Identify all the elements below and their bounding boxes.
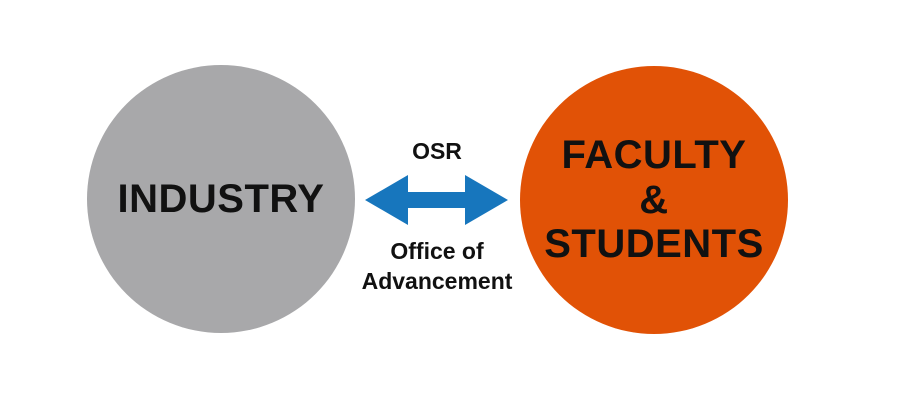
double-arrow-icon <box>365 175 508 225</box>
faculty-students-label: FACULTY & STUDENTS <box>520 66 788 334</box>
students-line: STUDENTS <box>544 222 764 267</box>
ampersand-line: & <box>639 177 669 222</box>
office-of-advancement-label: Office of Advancement <box>337 236 537 296</box>
osr-label: OSR <box>412 138 462 164</box>
faculty-line: FACULTY <box>561 132 747 177</box>
industry-label: INDUSTRY <box>117 176 325 221</box>
advancement-line: Advancement <box>361 268 513 294</box>
office-of-line: Office of <box>390 238 484 264</box>
industry-circle <box>87 65 355 333</box>
faculty-students-circle <box>520 66 788 334</box>
